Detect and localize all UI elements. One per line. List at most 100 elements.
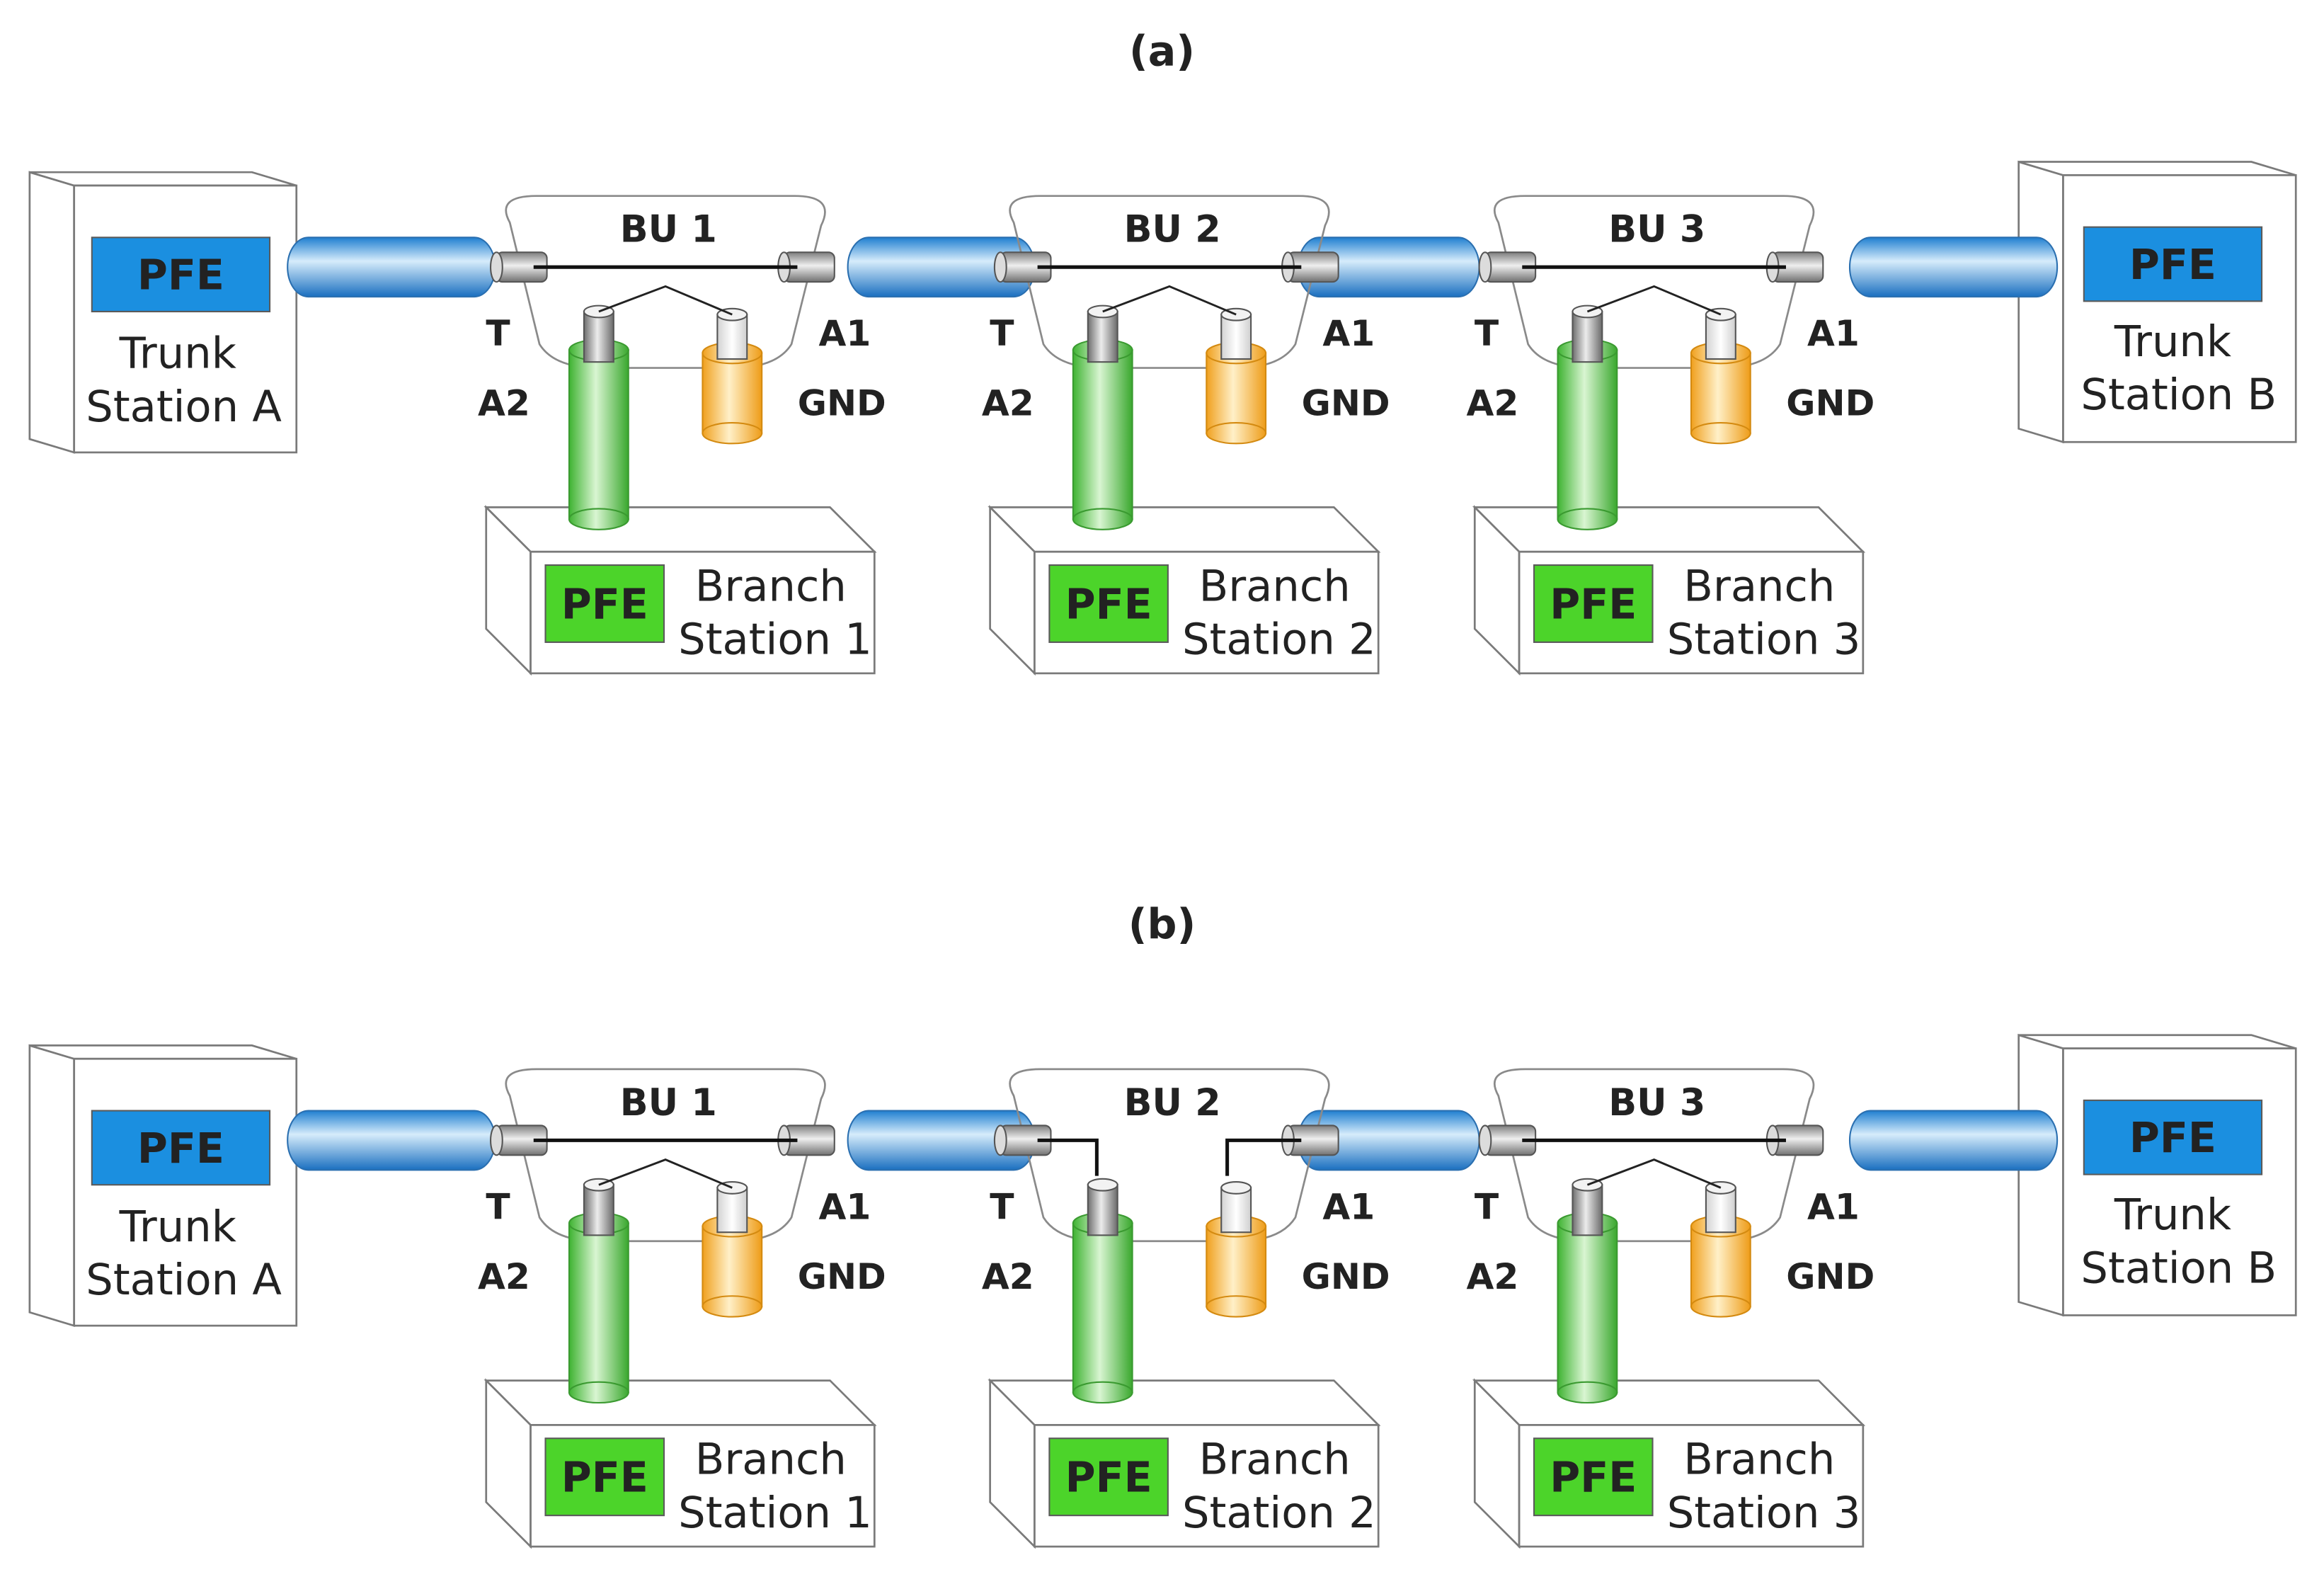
bu-name: BU 3 (1608, 1081, 1705, 1124)
wire-a2-to-gnd (1586, 1158, 1722, 1189)
branch-station-line2: Station 1 (678, 1488, 872, 1538)
branch-station-box-top (483, 1379, 877, 1426)
a2-branch-cable (1557, 349, 1618, 520)
port-a2-label: A2 (478, 382, 530, 424)
port-t-label: T (486, 312, 510, 354)
branch-station-pfe-badge-label: PFE (1550, 1454, 1637, 1502)
bu-name: BU 1 (620, 1081, 717, 1124)
trunk-station-b-line1: Trunk (2114, 317, 2231, 367)
branch-station-pfe-badge (1533, 564, 1654, 643)
port-a2-label: A2 (982, 382, 1034, 424)
trunk-cable-1 (287, 1110, 496, 1171)
trunk-station-b-box-top (2018, 1034, 2296, 1049)
a2-branch-cable (568, 349, 629, 520)
trunk-station-b-line2: Station B (2080, 370, 2277, 420)
port-a2-connector (1087, 1184, 1118, 1236)
trunk-station-a-pfe-badge-label: PFE (137, 1124, 224, 1173)
bu-name: BU 1 (620, 208, 717, 251)
wire-t-to-a2 (1037, 1138, 1099, 1176)
trunk-station-a-box-top (29, 171, 297, 187)
port-a2-label: A2 (1466, 382, 1518, 424)
branch-station-box-top (1472, 1379, 1866, 1426)
bu-name: BU 2 (1124, 208, 1221, 251)
trunk-station-a-line2: Station A (86, 382, 282, 432)
port-gnd-label: GND (798, 1255, 886, 1297)
wire-a2-to-gnd (598, 1158, 733, 1189)
trunk-station-b-line2: Station B (2080, 1243, 2277, 1293)
port-t-label: T (990, 1185, 1014, 1227)
panel-label: (a) (1129, 27, 1195, 75)
branch-station-line1: Branch (695, 1435, 847, 1485)
trunk-station-a-box-front (73, 1057, 298, 1327)
wire-a1-to-gnd (1225, 1138, 1302, 1176)
branch-station-box-top (483, 506, 877, 553)
branch-station-line2: Station 2 (1182, 615, 1376, 665)
trunk-station-b-box-top (2018, 161, 2296, 176)
branch-station-line2: Station 2 (1182, 1488, 1376, 1538)
port-a2-connector (583, 1184, 614, 1236)
trunk-station-b-box-side (2017, 1033, 2064, 1317)
branch-station-line2: Station 3 (1667, 1488, 1861, 1538)
branch-station-box-top (988, 1379, 1381, 1426)
trunk-station-b-box-front (2062, 1047, 2297, 1316)
branch-station-pfe-badge-label: PFE (561, 1454, 648, 1502)
port-t-label: T (1475, 312, 1499, 354)
branch-station-pfe-badge-label: PFE (561, 580, 648, 628)
port-gnd-label: GND (1786, 1255, 1874, 1297)
trunk-station-a-box-front (73, 184, 298, 454)
port-t-label: T (990, 312, 1014, 354)
port-gnd-label: GND (798, 382, 886, 424)
trunk-station-a-pfe-badge-label: PFE (137, 251, 224, 300)
branch-station-line1: Branch (695, 562, 847, 611)
trunk-station-a-pfe-badge (91, 1110, 271, 1186)
port-a1-label: A1 (1807, 1185, 1860, 1227)
trunk-station-a-box-side (28, 171, 76, 454)
branch-station-line1: Branch (1199, 562, 1351, 611)
trunk-cable-4 (1848, 1110, 2059, 1171)
bu-name: BU 3 (1608, 208, 1705, 251)
branch-station-pfe-badge-label: PFE (1550, 580, 1637, 628)
trunk-cable-1 (287, 237, 496, 298)
branch-station-box-top (1472, 506, 1866, 553)
trunk-station-a-box-top (29, 1044, 297, 1060)
trunk-station-a-line1: Trunk (119, 329, 236, 379)
branch-station-line1: Branch (1199, 1435, 1351, 1485)
branch-station-pfe-badge (1048, 1437, 1169, 1517)
gnd-cable (702, 352, 763, 434)
bu-name: BU 2 (1124, 1081, 1221, 1124)
gnd-cable (1690, 352, 1751, 434)
port-gnd-label: GND (1786, 382, 1874, 424)
branch-station-line2: Station 1 (678, 615, 872, 665)
a2-branch-cable (568, 1222, 629, 1394)
trunk-station-b-pfe-badge (2083, 1099, 2263, 1175)
a2-branch-cable (1072, 349, 1133, 520)
port-a2-label: A2 (478, 1255, 530, 1297)
port-a1-label: A1 (819, 312, 871, 354)
gnd-cable (1690, 1225, 1751, 1307)
trunk-station-b-line1: Trunk (2114, 1190, 2231, 1240)
branch-station-pfe-badge-label: PFE (1065, 1454, 1152, 1502)
a2-branch-cable (1072, 1222, 1133, 1394)
trunk-station-b-box-side (2017, 160, 2064, 444)
gnd-cable (702, 1225, 763, 1307)
branch-station-line1: Branch (1683, 1435, 1835, 1485)
trunk-station-a-box-side (28, 1044, 76, 1327)
branch-station-pfe-badge (1048, 564, 1169, 643)
trunk-station-a-line2: Station A (86, 1255, 282, 1305)
port-gnd-label: GND (1302, 1255, 1390, 1297)
port-a2-connector (1572, 310, 1603, 363)
branch-station-pfe-badge (1533, 1437, 1654, 1517)
